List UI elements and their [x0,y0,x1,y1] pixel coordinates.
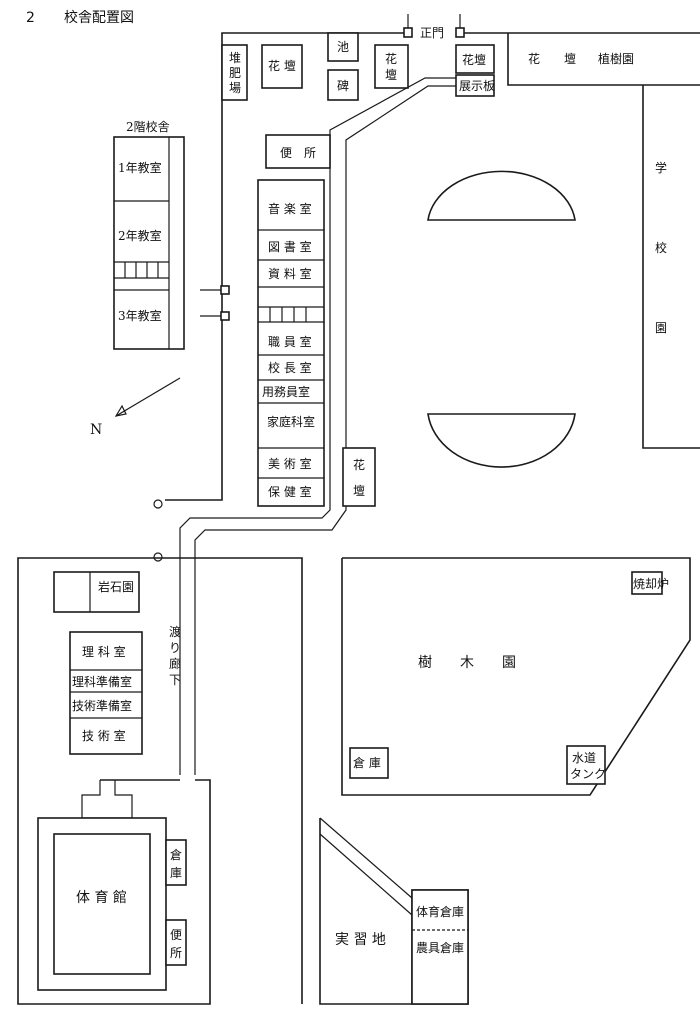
arboretum-boundary [341,557,691,796]
flowerbed-c-label: 花壇 [462,52,486,67]
pe-storage-label: 体育倉庫 [416,904,464,919]
home-ec-room-label: 家庭科室 [267,414,315,429]
monument [327,69,359,101]
flowerbed-top-label: 花 壇 [528,51,576,66]
figure-title: 校舎配置図 [64,9,134,26]
water-tank [566,745,606,785]
flowerbed-d [342,447,376,507]
gymnasium [53,833,151,975]
flowerbed-b-label-1: 花 [385,51,397,66]
arboretum-top-label: 植樹園 [598,51,634,66]
science-room-label: 理 科 室 [82,644,126,659]
walkway [194,85,456,775]
compost-area [221,44,248,101]
gym-toilet [165,919,187,966]
walkway [179,77,456,775]
boundary-marker [153,552,163,562]
practice-field-label: 実 習 地 [335,932,386,948]
toilet [265,134,331,169]
monument-label: 碑 [337,78,349,93]
tech-prep-room-label: 技術準備室 [72,698,132,713]
lower-left-boundary [17,557,211,1005]
storage [349,747,389,779]
rock-garden-label: 岩石園 [98,579,134,594]
pond [327,32,359,62]
staff-room-label: 職 員 室 [268,334,312,349]
school-garden-label-2: 校 [655,240,667,255]
class1-label: 1年教室 [118,160,162,175]
water-tank-label-2: タンク [570,767,606,781]
north-label: N [90,422,102,438]
arboretum-label: 樹 木 園 [418,655,516,671]
music-room-label: 音 楽 室 [268,201,312,216]
health-room-label: 保 健 室 [268,484,312,499]
compost-label-2: 肥 [229,66,241,80]
tech-room-label: 技 術 室 [82,728,126,743]
campus-boundary-lower [165,557,303,1004]
main-gate: 正門 [403,14,465,40]
field-semicircle-bottom [427,413,576,468]
toilet-label: 便 所 [280,146,316,160]
gymnasium-label: 体 育 館 [76,889,127,906]
rock-garden [53,571,140,613]
second-floor-building [113,136,185,350]
science-prep-room-label: 理科準備室 [72,674,132,689]
school-garden-label-1: 学 [655,160,667,175]
school-garden [642,85,700,449]
gym-toilet-label-2: 所 [170,946,182,960]
gym-toilet-label-1: 便 [170,928,182,942]
class3-label: 3年教室 [118,308,162,323]
incinerator [631,571,663,595]
flowerbed-d-label-2: 壇 [353,483,365,498]
campus-boundary [165,32,408,501]
field-semicircle-top [427,170,576,221]
corridor-label-1: 渡 [169,624,181,639]
compost-label-1: 堆 [229,51,241,65]
flowerbed-b [374,44,409,89]
pond-label: 池 [337,40,349,54]
north-arrow-icon: N [90,377,181,438]
notice-board-label: 展示板 [459,79,495,93]
compost-label-3: 場 [229,81,241,95]
science-wing [69,631,143,755]
flowerbed-c [455,44,495,74]
principal-office-label: 校 長 室 [268,360,312,375]
boundary-marker [153,499,163,509]
gym-storage-label-2: 庫 [170,866,182,880]
incinerator-label: 焼却炉 [633,577,669,591]
materials-room-label: 資 料 室 [268,266,312,281]
library-label: 図 書 室 [268,239,312,254]
corridor-label-2: り [169,641,181,655]
class2-label: 2年教室 [118,228,162,243]
storage-label: 倉 庫 [353,755,381,770]
second-floor-label: 2階校舎 [126,119,170,134]
art-room-label: 美 術 室 [268,456,312,471]
storage-building [411,889,469,1005]
corridor-label-3: 廊 [169,656,181,671]
custodian-room-label: 用務員室 [262,384,310,399]
school-garden-label-3: 園 [655,321,667,335]
flowerbed-b-label-2: 壇 [385,67,397,82]
figure-number: 2 [26,10,35,26]
gym-storage [165,839,187,886]
farm-storage-label: 農具倉庫 [416,940,464,955]
flowerbed-a [261,44,303,89]
main-wing [257,179,325,507]
gym-storage-label-1: 倉 [170,847,182,862]
gate-label: 正門 [420,26,444,40]
flowerbed-top-strip [507,33,700,86]
flowerbed-a-label: 花 壇 [268,58,296,73]
flowerbed-d-label-1: 花 [353,457,365,472]
water-tank-label-1: 水道 [572,751,596,765]
corridor-label-4: 下 [169,673,181,687]
